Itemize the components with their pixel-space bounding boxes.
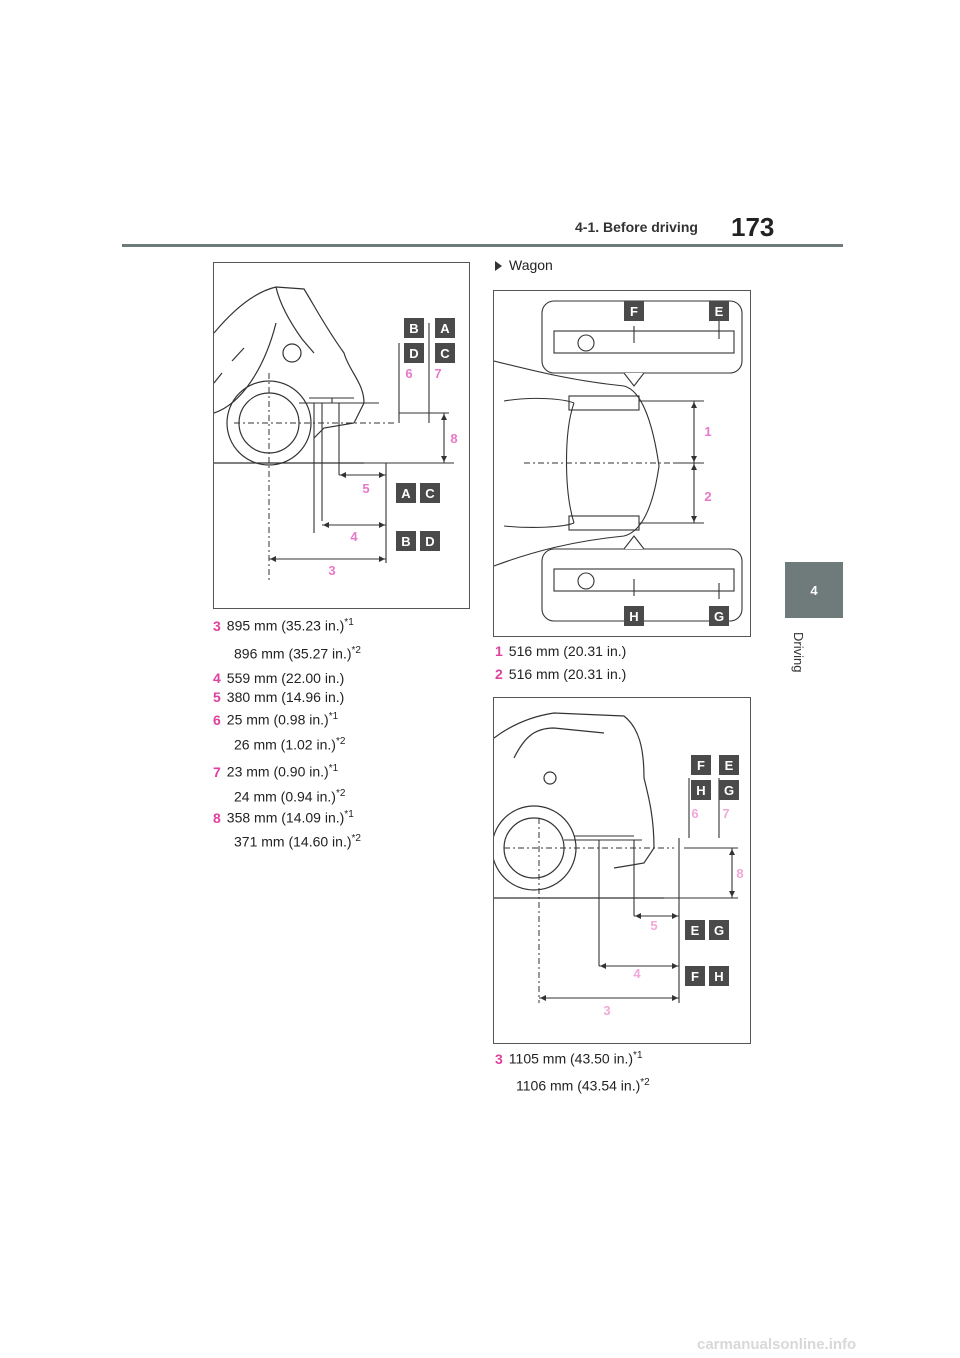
fig3-label-f2: F xyxy=(691,969,699,984)
list-item: 26 mm (1.02 in.)*2 xyxy=(234,736,346,753)
fig3-label-7: 7 xyxy=(722,806,729,821)
figure-wagon-top: F E 1 2 H G xyxy=(493,290,751,637)
fig1-label-5: 5 xyxy=(362,481,369,496)
fig1-label-7: 7 xyxy=(434,366,441,381)
triangle-bullet-icon xyxy=(495,261,502,272)
fig3-label-4: 4 xyxy=(633,966,641,981)
fig3-label-h2: H xyxy=(714,969,723,984)
section-title: 4-1. Before driving xyxy=(575,219,698,235)
fig3-label-e: E xyxy=(725,758,734,773)
fig1-label-8: 8 xyxy=(450,431,457,446)
fig1-label-6: 6 xyxy=(405,366,412,381)
fig3-label-e2: E xyxy=(691,923,700,938)
fig3-label-8: 8 xyxy=(736,866,743,881)
header-rule xyxy=(122,244,843,247)
chapter-tab: 4 xyxy=(785,562,843,618)
page-number: 173 xyxy=(731,212,775,242)
fig1-label-b2: B xyxy=(401,534,410,549)
fig1-label-b: B xyxy=(409,321,418,336)
fig3-label-5: 5 xyxy=(650,918,657,933)
fig1-label-d: D xyxy=(409,346,418,361)
list-item: 896 mm (35.27 in.)*2 xyxy=(234,645,361,662)
fig2-label-2: 2 xyxy=(704,489,711,504)
chapter-label: Driving xyxy=(791,632,806,673)
fig2-label-e: E xyxy=(715,304,724,319)
list-item: 371 mm (14.60 in.)*2 xyxy=(234,833,361,850)
fig2-label-f: F xyxy=(630,304,638,319)
list-item: 24 mm (0.94 in.)*2 xyxy=(234,788,346,805)
list-item: 1106 mm (43.54 in.)*2 xyxy=(516,1077,650,1094)
fig3-label-h: H xyxy=(696,783,705,798)
figure-wagon-top-drawing: F E 1 2 H G xyxy=(494,300,743,626)
watermark: carmanualsonline.info xyxy=(697,1336,857,1353)
fig2-label-h: H xyxy=(629,609,638,624)
fig1-label-d2: D xyxy=(425,534,434,549)
fig1-label-a: A xyxy=(440,321,450,336)
fig1-label-4: 4 xyxy=(350,529,358,544)
wagon-heading: Wagon xyxy=(495,257,553,273)
fig1-label-c: C xyxy=(440,346,450,361)
fig3-label-g2: G xyxy=(714,923,724,938)
figure-hatchback-drawing: B A D C 6 7 8 5 4 3 A C B D xyxy=(214,286,458,583)
fig2-label-g: G xyxy=(714,609,724,624)
figure-hatchback-side: B A D C 6 7 8 5 4 3 A C B D xyxy=(213,262,470,609)
figure-wagon-side: F E H G 6 7 8 5 E G 4 F H 3 xyxy=(493,697,751,1044)
fig1-label-a2: A xyxy=(401,486,411,501)
figure-wagon-side-drawing: F E H G 6 7 8 5 E G 4 F H 3 xyxy=(494,712,744,1018)
fig3-label-6: 6 xyxy=(691,806,698,821)
fig2-label-1: 1 xyxy=(704,424,711,439)
fig3-label-f: F xyxy=(697,758,705,773)
fig3-label-g: G xyxy=(724,783,734,798)
fig1-label-c2: C xyxy=(425,486,435,501)
fig3-label-3: 3 xyxy=(603,1003,610,1018)
fig1-label-3: 3 xyxy=(328,563,335,578)
